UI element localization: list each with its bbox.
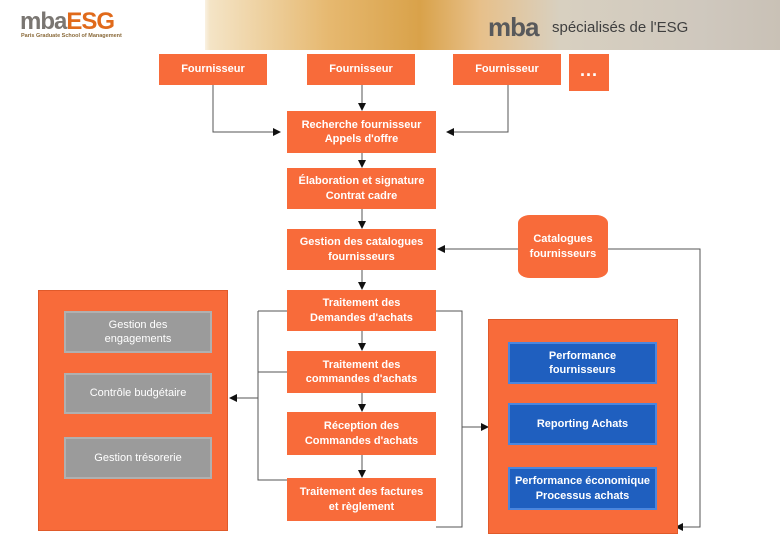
header-banner: mbaESG Paris Graduate School of Manageme… [0,0,780,50]
economic-performance-box: Performance économique Processus achats [508,467,657,510]
supplier-box-2: Fournisseur [307,54,415,85]
connector-reporting-spine [436,310,463,528]
supplier-catalog: Catalogues fournisseurs [518,215,608,278]
invoice-processing-box: Traitement des factures et règlement [287,478,436,521]
logo-area [0,0,205,50]
supplier-box-3: Fournisseur [453,54,561,85]
contract-box: Élaboration et signature Contrat cadre [287,168,436,209]
supplier-performance-box: Performance fournisseurs [508,342,657,384]
connector-supplier-3 [446,85,509,136]
connector-supplier-1 [212,85,281,136]
commitments-box: Gestion des engagements [64,311,212,353]
order-reception-box: Réception des Commandes d'achats [287,412,436,455]
purchase-requests-box: Traitement des Demandes d'achats [287,290,436,331]
budget-control-box: Contrôle budgétaire [64,373,212,414]
supplier-search-box: Recherche fournisseur Appels d'offre [287,111,436,153]
header-brand-mba: mba [488,12,539,42]
mba-esg-logo: mbaESG [20,8,115,35]
purchasing-reporting-box: Reporting Achats [508,403,657,445]
logo-subtitle: Paris Graduate School of Management [21,33,122,39]
more-suppliers-box: ... [569,54,609,91]
header-tagline: spécialisés de l'ESG [552,19,689,36]
purchase-orders-box: Traitement des commandes d'achats [287,351,436,393]
supplier-box-1: Fournisseur [159,54,267,85]
connector-catalog-reporting [600,248,701,531]
catalog-management-box: Gestion des catalogues fournisseurs [287,229,436,270]
treasury-box: Gestion trésorerie [64,437,212,479]
connector-finance-spine [257,311,288,481]
